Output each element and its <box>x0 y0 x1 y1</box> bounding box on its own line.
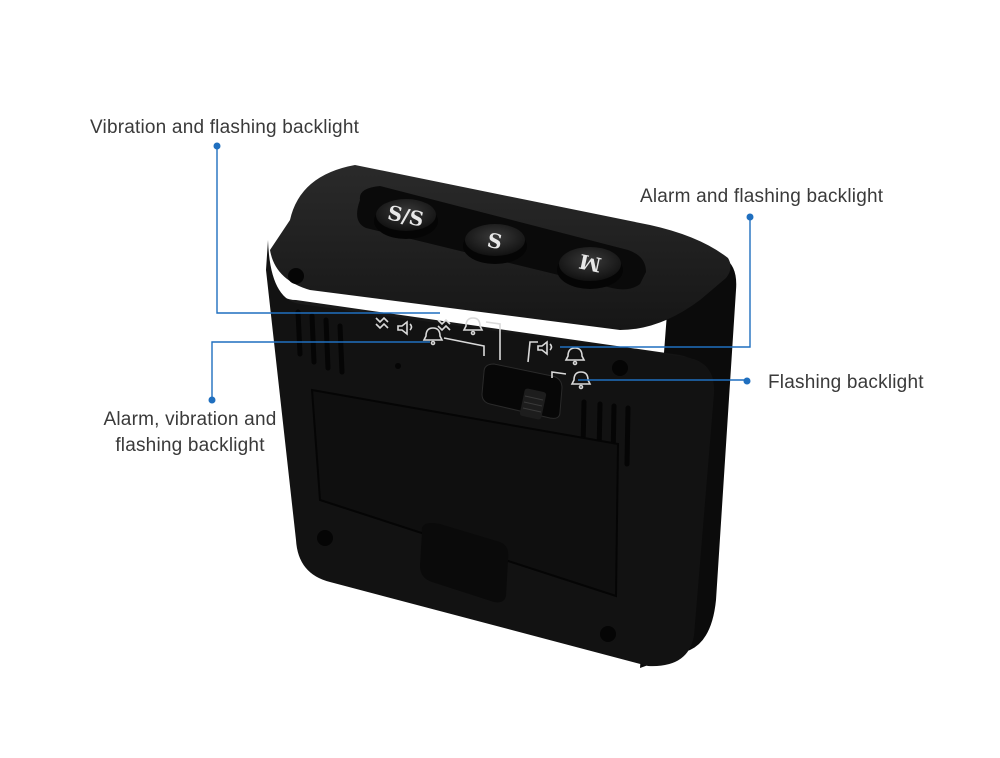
snooze-button[interactable]: S/S <box>374 199 438 239</box>
leader-dots <box>208 142 754 404</box>
callout-line-1: Alarm, vibration and <box>103 409 277 430</box>
bell-icon <box>462 317 484 336</box>
mode-button-label: M <box>577 249 604 277</box>
callout-vibration-flashing-backlight: Vibration and flashing backlight <box>90 117 360 138</box>
leader-lines <box>211 146 751 400</box>
callout-alarm-vibration-flashing-backlight: Alarm, vibration and flashing backlight <box>90 407 290 459</box>
leader-alarm-vibration-flash <box>211 341 430 400</box>
speaker-vents-left <box>295 309 345 375</box>
mode-slide-switch[interactable] <box>481 363 563 420</box>
callout-line-2: flashing backlight <box>115 435 265 456</box>
speaker-icon <box>397 320 413 336</box>
leader-vibration-flash <box>216 146 440 314</box>
speaker-icon <box>537 340 553 356</box>
vibration-icon <box>437 318 451 332</box>
set-button[interactable]: S <box>463 224 527 264</box>
bell-icon <box>564 347 586 366</box>
leader-alarm-flash <box>560 217 751 348</box>
battery-cover <box>310 388 620 603</box>
set-button-label: S <box>485 228 504 254</box>
callout-flashing-backlight: Flashing backlight <box>768 372 924 393</box>
bell-icon <box>422 327 444 346</box>
vibration-icon <box>375 316 389 330</box>
mode-button[interactable]: M <box>557 247 623 289</box>
screw-holes <box>288 268 628 642</box>
callout-alarm-flashing-backlight: Alarm and flashing backlight <box>640 186 884 207</box>
